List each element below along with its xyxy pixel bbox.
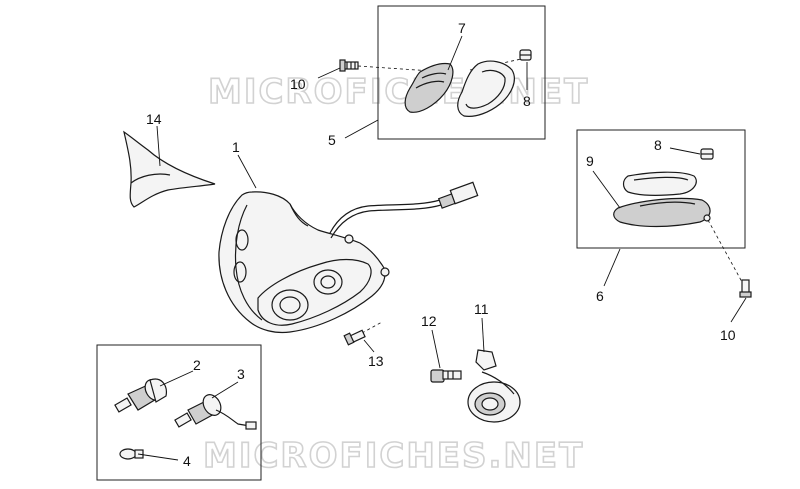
leader-5: [344, 119, 379, 139]
leader-2: [159, 370, 194, 387]
part-1-headlight[interactable]: [218, 181, 479, 334]
callout-3: 3: [237, 366, 245, 382]
callout-5: 5: [328, 132, 336, 148]
callout-10-side: 10: [720, 327, 736, 343]
leader-4: [137, 453, 179, 461]
part-12-screw[interactable]: [430, 369, 462, 383]
leader-10-side: [730, 297, 747, 323]
group-box-side-indicator: [576, 129, 746, 249]
leader-3: [211, 381, 239, 399]
callout-6: 6: [596, 288, 604, 304]
leader-1: [237, 154, 257, 189]
watermark-bottom: MICROFICHES.NET: [203, 436, 584, 476]
part-13-screw[interactable]: [343, 329, 366, 346]
callout-12: 12: [421, 313, 437, 329]
callout-14: 14: [146, 111, 162, 127]
part-2-bulb[interactable]: [114, 376, 167, 413]
callout-11: 11: [474, 301, 489, 317]
part-14-cover[interactable]: [123, 130, 216, 208]
part-indicator-housing[interactable]: [457, 60, 515, 117]
callout-8-side: 8: [654, 137, 662, 153]
part-9-indicator-lens-side[interactable]: [613, 197, 711, 228]
watermark-top: MICROFICHES.NET: [208, 72, 589, 112]
callout-1: 1: [232, 139, 240, 155]
part-8-nut-top[interactable]: [519, 49, 532, 61]
part-7-indicator-lens[interactable]: [404, 62, 454, 113]
callout-10-top: 10: [290, 76, 306, 92]
leader-6: [603, 248, 621, 287]
leader-13: [363, 339, 375, 353]
part-10-screw-side[interactable]: [739, 279, 752, 298]
callout-9: 9: [586, 153, 594, 169]
leader-11: [481, 317, 485, 353]
part-8-nut-side[interactable]: [700, 148, 714, 160]
part-3-bulb-with-wire[interactable]: [174, 391, 257, 430]
leader-7: [447, 35, 463, 71]
leader-9: [592, 170, 621, 209]
leader-8-side: [669, 147, 701, 155]
callout-7: 7: [458, 20, 466, 36]
leader-14: [156, 125, 161, 167]
callout-4: 4: [183, 453, 191, 469]
group-box-top-indicator: [377, 5, 546, 140]
callout-8-top: 8: [523, 93, 531, 109]
leader-10-top: [317, 67, 341, 79]
part-10-screw-top[interactable]: [339, 59, 359, 72]
part-11-horn[interactable]: [467, 349, 521, 423]
part-indicator-housing-side[interactable]: [622, 171, 697, 196]
callout-2: 2: [193, 357, 201, 373]
leader-12: [431, 329, 441, 369]
group-box-bulbs: [96, 344, 262, 481]
callout-13: 13: [368, 353, 384, 369]
